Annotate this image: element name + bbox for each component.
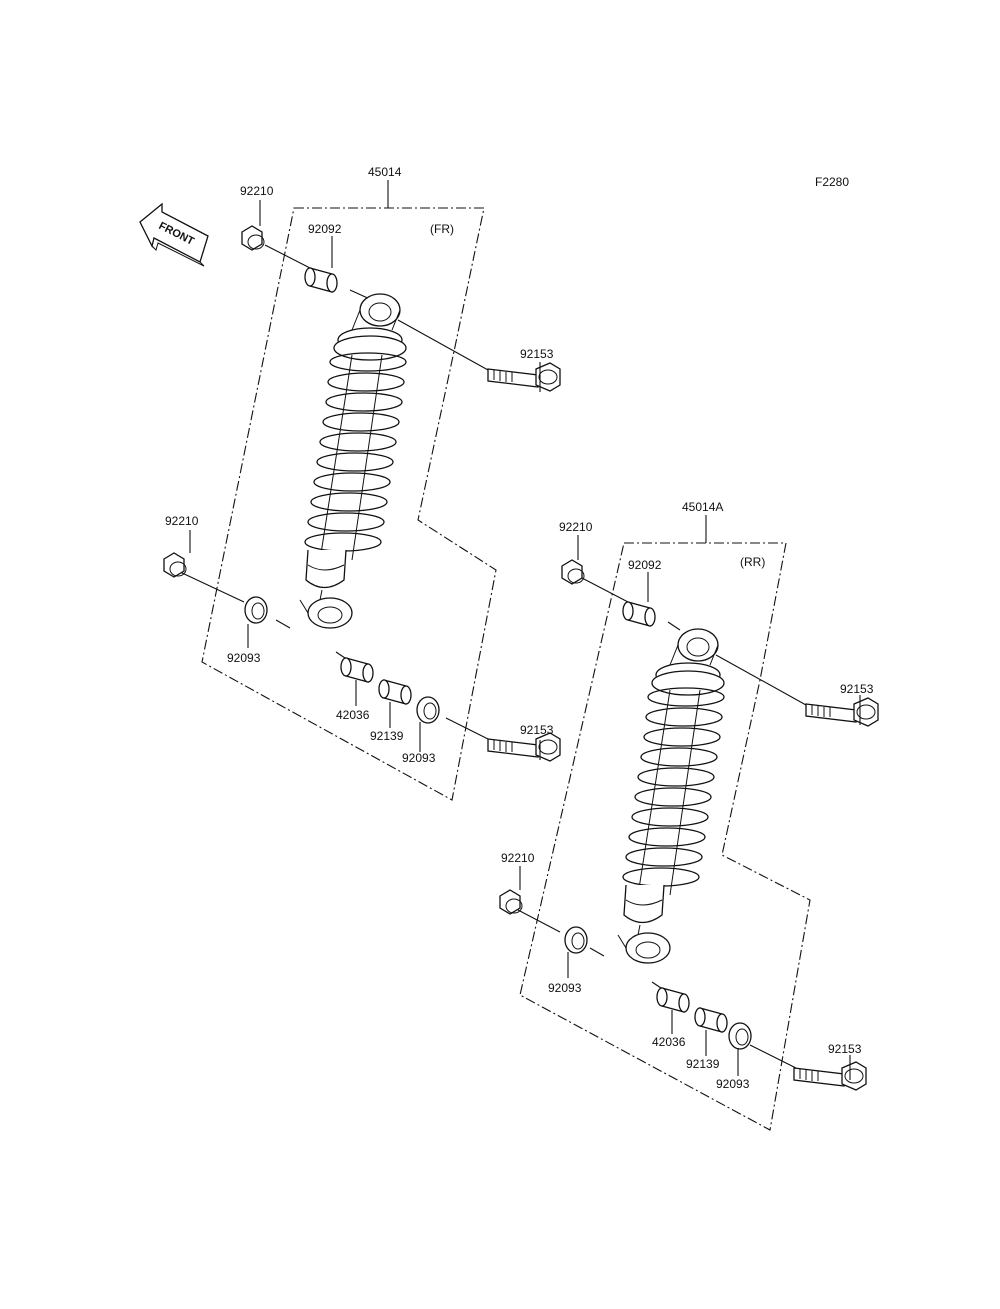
rear-assembly-number: 45014A — [682, 500, 723, 514]
label-bolt-top: 92153 — [520, 347, 554, 361]
label-bushing-top: 92092 — [308, 222, 342, 236]
label-bushing-bottom: 92139 — [370, 729, 404, 743]
label-seal-left: 92093 — [227, 651, 261, 665]
rear-label-bolt-top: 92153 — [840, 682, 874, 696]
rear-label-seal-right: 92093 — [716, 1077, 750, 1091]
front-arrow-icon: FRONT — [139, 202, 209, 267]
rear-label-collar: 42036 — [652, 1035, 686, 1049]
front-shock-assembly: 45014 (FR) 92210 92092 92153 92210 92093… — [163, 165, 561, 801]
rear-label-nut-top: 92210 — [559, 520, 593, 534]
front-position-label: (FR) — [430, 222, 454, 236]
front-assembly-number: 45014 — [368, 165, 402, 179]
rear-position-label: (RR) — [740, 555, 765, 569]
label-bolt-bottom: 92153 — [520, 723, 554, 737]
label-collar: 42036 — [336, 708, 370, 722]
rear-label-nut-bottom: 92210 — [501, 851, 535, 865]
label-seal-right: 92093 — [402, 751, 436, 765]
rear-label-bolt-bottom: 92153 — [828, 1042, 862, 1056]
rear-label-seal-left: 92093 — [548, 981, 582, 995]
label-nut-bottom: 92210 — [165, 514, 199, 528]
rear-label-bushing-bottom: 92139 — [686, 1057, 720, 1071]
rear-shock-assembly: 45014A (RR) 92210 92092 92153 92210 9209… — [499, 500, 879, 1131]
diagram-id: F2280 — [815, 175, 849, 189]
rear-label-bushing-top: 92092 — [628, 558, 662, 572]
label-nut-top: 92210 — [240, 184, 274, 198]
